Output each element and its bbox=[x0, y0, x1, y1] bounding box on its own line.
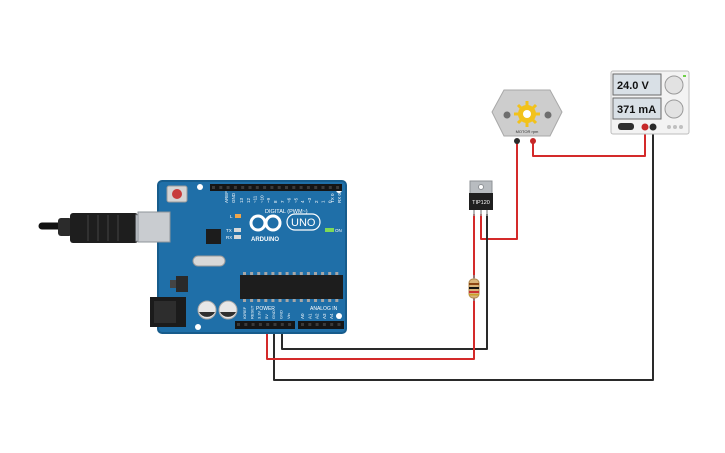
crystal bbox=[192, 255, 226, 267]
analog-pin-label: A2 bbox=[315, 313, 320, 319]
motor-rpm-label: MOTOR rpm bbox=[516, 129, 539, 134]
tip120-transistor[interactable]: TIP120 bbox=[469, 180, 493, 216]
digital-pin-label: 7 bbox=[280, 200, 285, 203]
power-pin-label: 3.3V bbox=[257, 310, 262, 319]
resistor[interactable] bbox=[468, 275, 480, 301]
arduino-brand: ARDUINO bbox=[251, 237, 279, 243]
arduino-logo-icon bbox=[249, 214, 282, 232]
digital-pin-label: 1 bbox=[321, 200, 326, 203]
digital-pin-label: 12 bbox=[246, 197, 251, 203]
dc-motor[interactable]: MOTOR rpm bbox=[491, 89, 563, 144]
power-pin-label: 5V bbox=[264, 314, 269, 319]
digital-pin-label: 2 bbox=[314, 200, 319, 203]
on-led bbox=[325, 228, 334, 232]
wire-supply-motor[interactable] bbox=[532, 128, 646, 157]
power-pin-label: RESET bbox=[249, 305, 254, 319]
digital-pin-label: ~9 bbox=[266, 197, 271, 203]
wire-motor-collector[interactable] bbox=[480, 141, 518, 240]
supply-positive-terminal[interactable] bbox=[641, 123, 649, 131]
aref-label: AREF bbox=[224, 191, 229, 203]
wire-resistor-pin[interactable] bbox=[266, 298, 475, 360]
analog-in-label: ANALOG IN bbox=[310, 306, 338, 312]
power-label: POWER bbox=[256, 306, 275, 312]
power-header bbox=[235, 321, 295, 329]
wire-supply-gnd[interactable] bbox=[273, 128, 654, 381]
supply-current-display: 371 mA bbox=[617, 104, 656, 116]
digital-pin-label: ~11 bbox=[253, 195, 258, 203]
rx0-label: RX 0 bbox=[337, 192, 342, 203]
voltage-knob[interactable] bbox=[664, 75, 684, 95]
digital-pin-label: 4 bbox=[300, 200, 305, 203]
power-pin-label: Vin bbox=[286, 313, 291, 319]
analog-pin-label: A0 bbox=[300, 313, 305, 319]
usb-chip bbox=[206, 229, 221, 244]
motor-gear-icon bbox=[514, 101, 540, 127]
digital-pin-label: 0 bbox=[327, 200, 332, 203]
digital-pin-label: 8 bbox=[273, 200, 278, 203]
digital-header bbox=[210, 184, 342, 191]
wire-emitter-gnd[interactable] bbox=[281, 214, 488, 350]
power-pin-label: GND bbox=[279, 310, 284, 319]
supply-voltage-display: 24.0 V bbox=[617, 80, 649, 92]
analog-pin-label: A1 bbox=[307, 313, 312, 319]
digital-pin-label: ~5 bbox=[293, 197, 298, 203]
power-pin-label: IOREF bbox=[242, 306, 247, 319]
digital-pin-label: ~6 bbox=[287, 197, 292, 203]
analog-pin-label: A4 bbox=[329, 313, 334, 319]
l-led bbox=[235, 214, 241, 218]
tx0-label: TX 0 bbox=[330, 193, 335, 203]
digital-pin-label: ~10 bbox=[259, 195, 264, 203]
rx-led bbox=[234, 235, 241, 239]
power-pin-label: GND bbox=[271, 310, 276, 319]
analog-header bbox=[298, 321, 344, 329]
digital-pwm-label: DIGITAL (PWM~) bbox=[265, 209, 308, 215]
digital-pin-label: 13 bbox=[239, 197, 244, 203]
wires bbox=[266, 128, 654, 381]
l-led-label: L bbox=[230, 214, 233, 219]
analog-pin-label: A5 bbox=[337, 313, 342, 319]
rx-led-label: RX bbox=[226, 235, 232, 240]
supply-negative-terminal[interactable] bbox=[649, 123, 657, 131]
usb-socket bbox=[137, 211, 171, 243]
analog-pin-label: A3 bbox=[322, 313, 327, 319]
tx-led bbox=[234, 228, 241, 232]
tx-led-label: TX bbox=[226, 228, 232, 233]
atmega-chip bbox=[240, 275, 343, 299]
current-knob[interactable] bbox=[664, 99, 684, 119]
on-led-label: ON bbox=[335, 228, 342, 233]
power-supply[interactable]: 24.0 V 371 mA bbox=[610, 70, 690, 135]
supply-power-switch[interactable] bbox=[618, 123, 634, 130]
uno-label: UNO bbox=[291, 217, 316, 229]
voltage-regulator bbox=[176, 276, 188, 292]
gnd-top-label: GND bbox=[231, 192, 236, 203]
transistor-label: TIP120 bbox=[472, 200, 490, 206]
digital-pin-label: ~3 bbox=[307, 197, 312, 203]
